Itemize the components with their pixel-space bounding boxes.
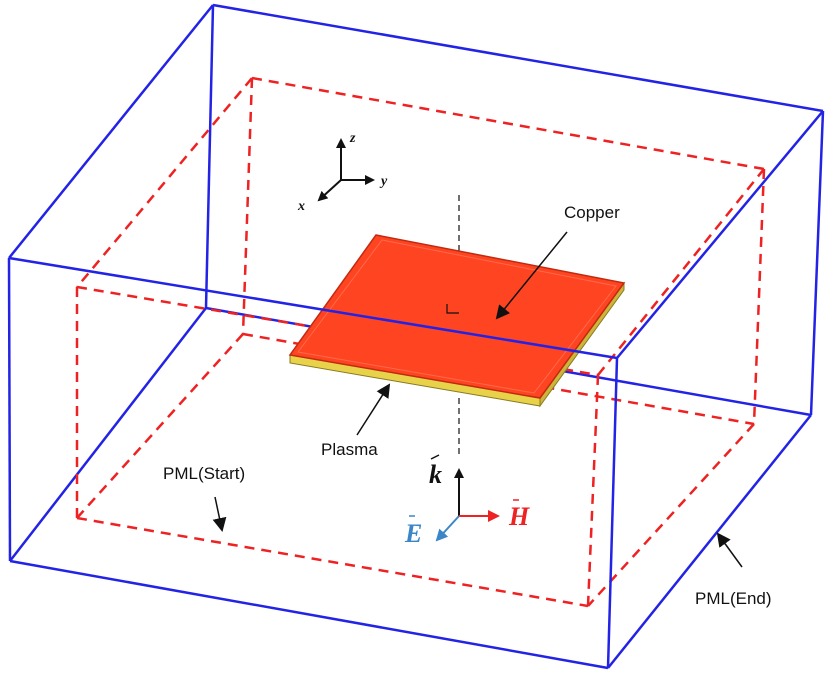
plasma-callout-arrow bbox=[356, 383, 391, 436]
right-angle-marker bbox=[446, 304, 459, 314]
copper-callout-arrow bbox=[495, 231, 568, 320]
e-vector-label: E bbox=[404, 519, 422, 548]
k-vector-hat bbox=[430, 454, 440, 460]
k-vector-label: k bbox=[429, 460, 442, 489]
pml-end-label: PML(End) bbox=[695, 589, 772, 608]
axis-label-z: z bbox=[349, 131, 356, 146]
pml-start-label: PML(Start) bbox=[163, 464, 245, 483]
copper-label: Copper bbox=[564, 203, 620, 222]
plasma-layer bbox=[289, 281, 625, 408]
axis-label-x: x bbox=[297, 199, 305, 214]
h-vector-label: H bbox=[508, 502, 530, 531]
e-vector bbox=[435, 515, 460, 542]
pml-start-callout-arrow bbox=[212, 496, 227, 532]
pml-end-box-front bbox=[7, 110, 825, 670]
copper-plate bbox=[288, 234, 626, 399]
pml-end-callout-arrow bbox=[716, 532, 743, 568]
axis-label-y: y bbox=[379, 174, 388, 189]
plasma-label: Plasma bbox=[321, 440, 378, 459]
coordinate-axes bbox=[317, 138, 375, 202]
